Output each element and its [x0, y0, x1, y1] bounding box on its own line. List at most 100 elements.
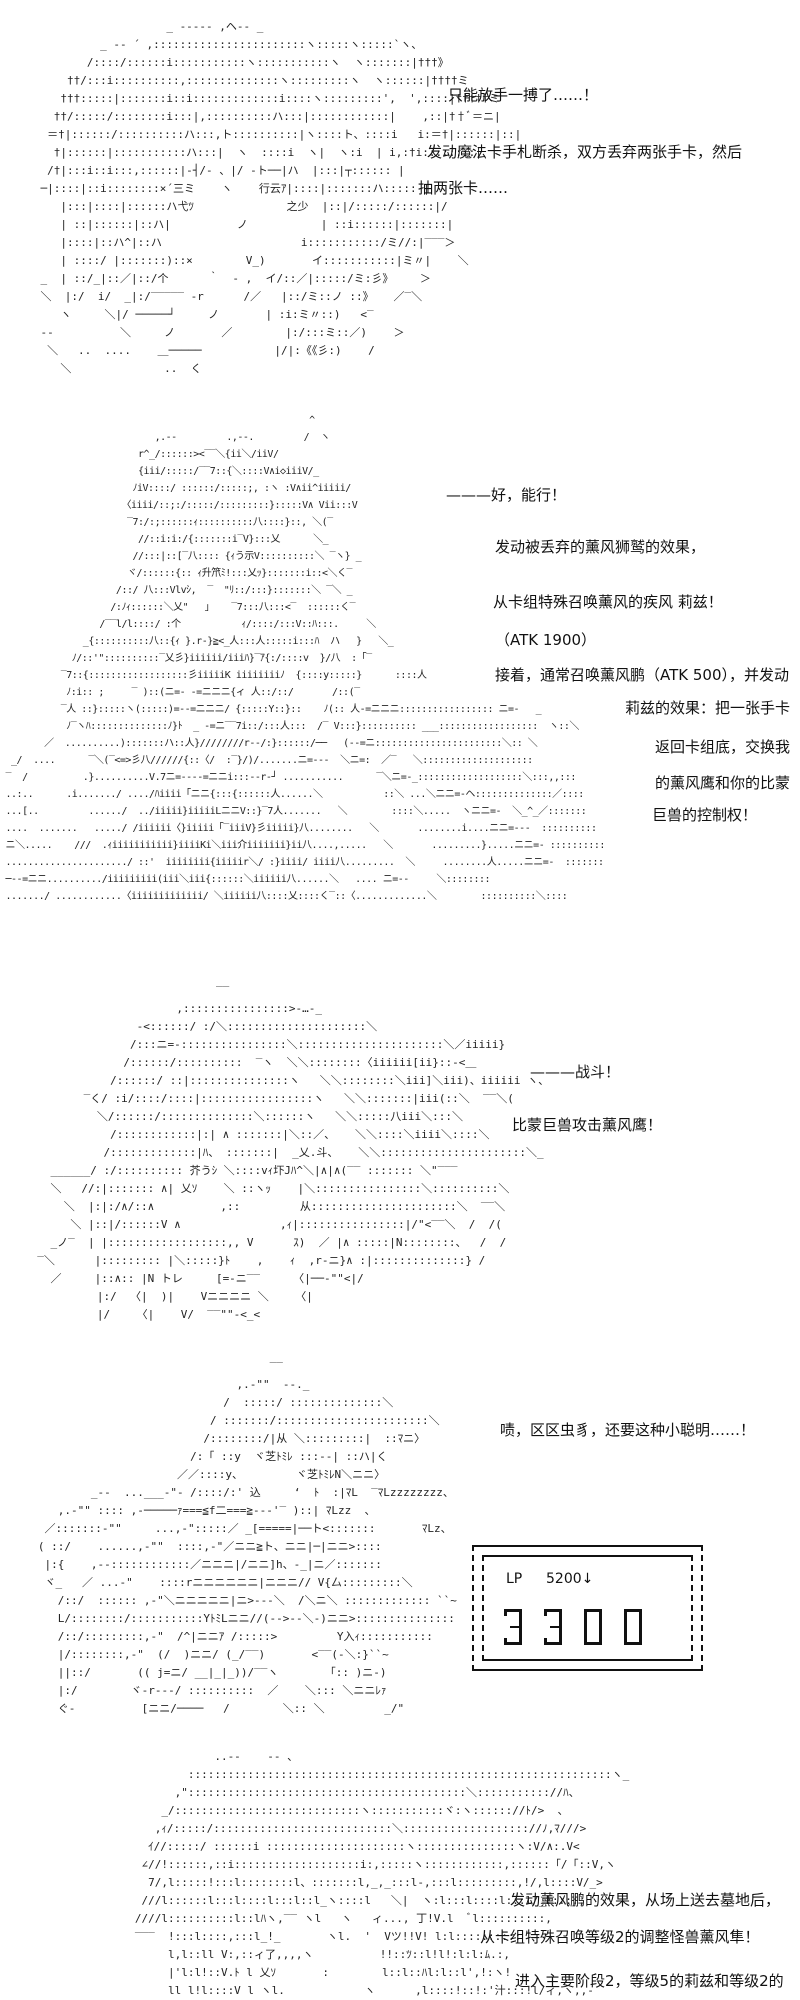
digit-segment [519, 1627, 522, 1645]
art-line: ‐<::::::/ :/＼:::::::::::::::::::::＼ [24, 1020, 378, 1033]
art-line: ヾ/::::::{:: ｨ升笊ﾐ!:::乂ｯ}:::::::i::<＼く‾ [0, 568, 353, 579]
digit-segment [504, 1638, 507, 1645]
narration-line: 发动薰风鹏的效果，从场上送去墓地后， [510, 1891, 781, 1909]
down-arrow-icon: ↓ [581, 1571, 594, 1587]
lp-previous-value: 5200↓ [546, 1571, 593, 1587]
art-line: _ -‐ ´ ,:::::::::::::::::::::::ヽ:::::ヽ::… [14, 38, 423, 51]
art-line: ,ｨ/:::::/:::::::::::::::::::::::::::＼:::… [62, 1822, 587, 1835]
art-line: ..‐‐ ‐‐ 、 [62, 1750, 299, 1763]
lp-digit [504, 1609, 522, 1645]
digit-segment [624, 1642, 642, 1645]
art-line: _ -‐‐‐‐ ,ヘ‐‐ _ [14, 20, 264, 33]
art-line: ,.‐"" ‐‐._ [18, 1378, 310, 1391]
art-line: ＼ |:|:/∧/::∧ ,:: 从::::::::::::::::::::::… [24, 1200, 506, 1213]
art-line: †|::::::|:::::::::::ハ:::| ヽ ::::i ヽ| ヽ:i… [14, 146, 482, 159]
art-line: ＝†|::::::/::::::::::ハ:::,ト::::::::::|ヽ::… [14, 128, 522, 141]
art-line: ll l!l::::V l ヽl. ヽ ,l::::!::!:'汁:::!l/ィ… [62, 1984, 594, 1997]
digit-segment [544, 1642, 562, 1645]
digit-segment [504, 1609, 507, 1616]
digit-segment [584, 1609, 602, 1612]
art-line: ‾‾ [24, 984, 230, 997]
narration-line: 返回卡组底，交换我 [655, 738, 791, 756]
art-line: ‾ / .}..........V.7ニ=‐‐‐‐=ニニi:::‐‐r‐┘ ..… [0, 772, 577, 783]
life-points-inner-frame: LP 5200↓ [482, 1555, 693, 1661]
lp-digit [624, 1609, 642, 1645]
narration-line: 比蒙巨兽攻击薰风鹰！ [512, 1116, 663, 1134]
narration-line: 进入主要阶段2，等级5的莉兹和等级2的 [515, 1972, 784, 1990]
art-line: ＼/::::::/::::::::::::::＼::::::ヽ ＼＼:::::八… [24, 1110, 463, 1123]
art-line: r^_/::::::><‾‾＼{ii＼/iiV/ [0, 449, 279, 460]
art-line: 〈iiii/::;:/:::::/:::::::::}:::::V∧ Vii::… [0, 500, 358, 511]
art-line: ＼ .. .... ＿───── |/|:《《彡:) / [14, 344, 375, 357]
art-line: ..:.. .i......./ ..../ﾊiiii「ニニ{:::{:::::… [0, 789, 585, 800]
art-line: ﾉ/::'"::::::::::‾乂彡}iiiiii/iiiﾊ}‾ｱ{:/:::… [0, 653, 372, 664]
art-line: | ::::/ |:::::::)::× V_) イ:::::::::::|ミ〃… [14, 254, 469, 267]
art-line: ( ::/ ......,‐"" ::::,‐"／ニニ≧ト、ニニ|─|ニニ>::… [18, 1540, 382, 1553]
digit-segment [624, 1609, 642, 1612]
art-line: L/::::::::/:::::::::::YﾄﾐLニニ//(‐‐>‐‐＼‐)ニ… [18, 1612, 455, 1625]
art-line: ^ [0, 415, 315, 426]
art-line: ‾＼ |::::::::: |＼:::::}ﾄ , ｨ ,r‐ニ}∧ :|:::… [24, 1254, 486, 1267]
narration-line: 的薰风鹰和你的比蒙 [655, 774, 791, 792]
art-line: ／:::::::‐"" ...,‐":::::／ _[=====|──ト<:::… [18, 1522, 452, 1535]
art-line: //::i:i:/{:::::::i‾V}:::乂 ＼_ [0, 534, 329, 545]
art-line: |'l:l!::V.ﾄ l 乂ｿ : l::l::ﾊl:l::l',!:ヽ! [62, 1966, 512, 1979]
art-line: ......./ ............〈iiiiiiiiiiiii/ ＼ii… [0, 891, 568, 902]
art-line: ｲ//:::::/ ::::::i :::::::::::::::::::::ヽ… [62, 1840, 580, 1853]
digit-segment [584, 1609, 587, 1627]
art-line: ______/ :/:::::::::: 芥うｼ ＼::::vｨ圷Jﾊ^＼|∧|… [24, 1164, 458, 1177]
art-line: |/ 〈| V/ ‾‾""‐<_< [24, 1308, 261, 1321]
art-line: ‾人 ::}:::::ヽ(:::::)=‐‐=ニニニ/ {:::::Y::}::… [0, 704, 542, 715]
art-line: ‾‾ [18, 1360, 283, 1373]
art-line: /:ﾉｨ::::::＼乂" ｣ ‾7:::八:::<‾ ::::::く‾ [0, 602, 356, 613]
digit-segment [599, 1609, 602, 1627]
art-line: ::::::::::::::::::::::::::::::::::::::::… [62, 1768, 630, 1781]
digit-segment [519, 1609, 522, 1627]
art-line: ／／::::y、 ヾ芝ﾄﾐﾚN＼ニニ〉 [18, 1468, 386, 1481]
digit-segment [584, 1627, 587, 1645]
art-line: ///l::::::l:::l::::l:::l::l_ヽ::::l ＼| ヽ:… [62, 1894, 586, 1907]
art-line: ∠//!::::::,::i:::::::::::::::::::i:,::::… [62, 1858, 616, 1871]
ascii-art-panel-3: ‾‾ ,::::::::::::::::>‐…‐_ ‐<::::::/ :/＼:… [24, 982, 549, 1324]
digit-segment [559, 1609, 562, 1627]
art-line: /::::::/ ::|:::::::::::::::ヽ ＼＼::::::::＼… [24, 1074, 550, 1087]
narration-line: 从卡组特殊召唤等级2的调整怪兽薰风隼！ [480, 1928, 760, 1946]
dialogue-line: ———好，能行！ [446, 486, 567, 504]
art-line: ＼ //:|::::::: ∧| 乂ｿ ＼ ::ヽｯ |＼:::::::::::… [24, 1182, 510, 1195]
art-line: ﾉ‾ヽﾊ::::::::::::::ﾉ}ﾄ _ ‐=ニ‾‾7i::/:::人::… [0, 721, 579, 732]
art-line: / :::::/ ::::::::::::::＼ [18, 1396, 394, 1409]
art-line: ／ ..........):::::::ハ::人}////////r‐‐/:}:… [0, 738, 538, 749]
digit-segment [584, 1642, 602, 1645]
art-line: ‐‐ ＼ ノ ／ |:/:::ミ::／) ＞ [14, 326, 405, 339]
art-line: ,::::::::::::::::>‐…‐_ [24, 1002, 323, 1015]
dialogue-line: 啧，区区虫豸，还要这种小聪明……！ [500, 1421, 756, 1439]
digit-segment [510, 1626, 522, 1628]
art-line: /‾‾l/l::::/ :个 ｨ/::::/:::V::ﾊ:::. ＼ [0, 619, 376, 630]
art-line: / :::::::/:::::::::::::::::::::::＼ [18, 1414, 440, 1427]
art-line: ＼ |:/ i/ _|:/‾‾‾‾‾ ‐r /／ |::/ミ::ノ ::》 ／‾… [14, 290, 423, 303]
art-line: .... ....... ...../ /iiiiii〈}iiiii「‾iiiV… [0, 823, 597, 834]
art-line: /::::/::::::i:::::::::::ヽ:::::::::::ヽ ヽ:… [14, 56, 449, 69]
narration-line: 莉兹的效果：把一张手卡 [625, 699, 791, 717]
art-line: ||::/ (( j=ニ/ __|_|_))/‾‾ヽ 「:: )ニ‐) [18, 1666, 387, 1679]
art-line: ニ＼..... /// .ｨiiiiiiiiiii}iiiiKi＼iii介iii… [0, 840, 606, 851]
digit-segment [544, 1609, 547, 1616]
art-line: †††:::::|:::::::i::i:::::::::::::i::::ヽ:… [14, 92, 500, 105]
ascii-art-panel-5: ..‐‐ ‐‐ 、 ::::::::::::::::::::::::::::::… [62, 1748, 629, 2000]
art-line: /::::::::/|从 ＼:::::::::| ::ﾏニ〉 [18, 1432, 426, 1445]
art-line: l,l::ll V:,::ィ了,,,,ヽ !!::ﾂ::l!l!:l:l:ﾑ.:… [62, 1948, 510, 1961]
art-line: ヽ ＼|/ ─────┘ ノ | :i:ミ〃::) <‾ [14, 308, 374, 321]
lp-current-value [504, 1609, 642, 1645]
art-line: /::::::/:::::::::: ‾ヽ ＼＼::::::::〈iiiiii[… [24, 1056, 477, 1069]
art-line: /:::::::::::::|ﾊ、 :::::::| _乂.斗、 ＼＼:::::… [24, 1146, 544, 1159]
art-line: ††/:::i::::::::::,::::::::::::::ヽ:::::::… [14, 74, 469, 87]
art-line: _{::::::::::八::{ｨ }.r‐}≧<_人:::人:::::i:::… [0, 636, 394, 647]
art-line: /::/ :::::: ,‐"＼ニニニニニ|ニ>‐‐‐＼ /＼ニ＼ ::::::… [18, 1594, 457, 1607]
narration-line: 发动魔法卡手札断杀，双方丢弃两张手卡，然后 [427, 143, 743, 161]
art-line: /::/ 八:::Vlvｼ, ‾ "ﾘ::/:::}:::::::＼ ‾＼ _ [0, 585, 353, 596]
art-line: |::::|::ハ^|::ハ i:::::::::::/ミ//:|‾‾‾＞ [14, 236, 456, 249]
ascii-art-panel-1: _ -‐‐‐‐ ,ヘ‐‐ _ _ -‐ ´ ,:::::::::::::::::… [14, 18, 521, 378]
art-line: ,.-- .,--. / ヽ [0, 432, 331, 443]
dialogue-line: 只能放手一搏了……！ [448, 86, 599, 104]
lp-label: LP [506, 1571, 523, 1587]
